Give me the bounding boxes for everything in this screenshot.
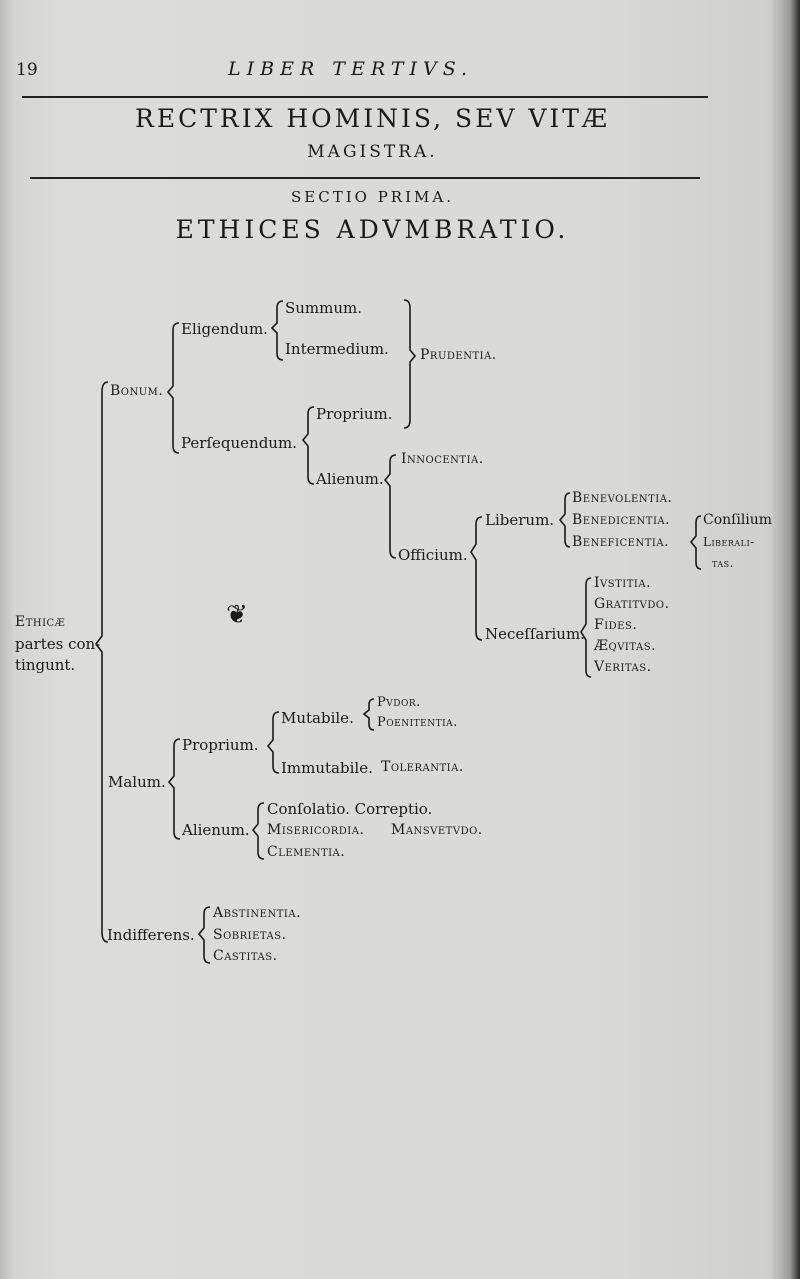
node-malum-proprium: Proprium.	[182, 736, 259, 754]
node-sobrietas: Sobrietas.	[213, 927, 287, 943]
root-contingunt: tingunt.	[15, 656, 76, 674]
node-castitas: Castitas.	[213, 948, 278, 964]
node-innocentia: Innocentia.	[401, 451, 484, 467]
node-mutabile: Mutabile.	[281, 709, 354, 727]
node-benevolentia: Benevolentia.	[572, 490, 673, 506]
node-malum-alienum: Alienum.	[182, 821, 250, 839]
node-fides: Fides.	[594, 617, 638, 633]
node-misericordia: Misericordia.	[267, 822, 365, 838]
top-rule	[22, 96, 708, 98]
node-liberum: Liberum.	[485, 511, 555, 529]
node-beneficentia: Beneficentia.	[572, 534, 670, 550]
node-poenitentia: Poenitentia.	[377, 715, 458, 730]
node-mansuetudo: Mansvetvdo.	[391, 822, 483, 838]
page-number: 19	[16, 60, 38, 80]
section-label: SECTIO PRIMA.	[291, 188, 454, 206]
node-veritas: Veritas.	[594, 659, 652, 675]
node-prudentia: Prudentia.	[420, 347, 497, 363]
node-consilium: Conſilium	[703, 512, 773, 528]
node-liberalitas-end: tas.	[712, 556, 734, 570]
node-indifferens: Indifferens.	[107, 926, 195, 944]
main-subtitle: MAGISTRA.	[307, 142, 438, 162]
root-partes: partes con-	[15, 635, 101, 653]
node-eligendum: Eligendum.	[181, 320, 268, 338]
node-consolatio: Conſolatio. Correptio.	[267, 800, 433, 818]
node-intermedium: Intermedium.	[285, 340, 389, 358]
node-clementia: Clementia.	[267, 844, 346, 860]
node-necessarium: Neceſſarium.	[485, 625, 585, 643]
node-malum: Malum.	[108, 773, 166, 791]
section-title: ETHICES ADVMBRATIO.	[175, 215, 570, 244]
main-title: RECTRIX HOMINIS, SEV VITÆ	[135, 104, 610, 133]
node-gratitudo: Gratitvdo.	[594, 596, 670, 612]
fleuron-ornament: ❦	[226, 600, 248, 630]
node-tolerantia: Tolerantia.	[381, 759, 464, 775]
node-bonum-alienum: Alienum.	[316, 470, 384, 488]
title-rule	[30, 177, 700, 179]
node-bonum-proprium: Proprium.	[316, 405, 393, 423]
node-iustitia: Ivstitia.	[594, 575, 652, 591]
node-pudor: Pvdor.	[377, 695, 421, 710]
node-bonum: Bonum.	[110, 383, 164, 399]
node-benedicentia: Benedicentia.	[572, 512, 671, 528]
node-aequitas: Æqvitas.	[594, 638, 657, 654]
node-immutabile: Immutabile.	[281, 759, 373, 777]
root-ethicae: Ethicæ	[15, 614, 66, 630]
node-officium: Officium.	[398, 546, 468, 564]
node-liberalitas: Liberali-	[703, 535, 755, 549]
node-abstinentia: Abstinentia.	[213, 905, 302, 921]
node-summum: Summum.	[285, 299, 363, 317]
running-head: LIBER TERTIVS.	[228, 58, 474, 80]
node-persequendum: Perſequendum.	[181, 434, 297, 452]
